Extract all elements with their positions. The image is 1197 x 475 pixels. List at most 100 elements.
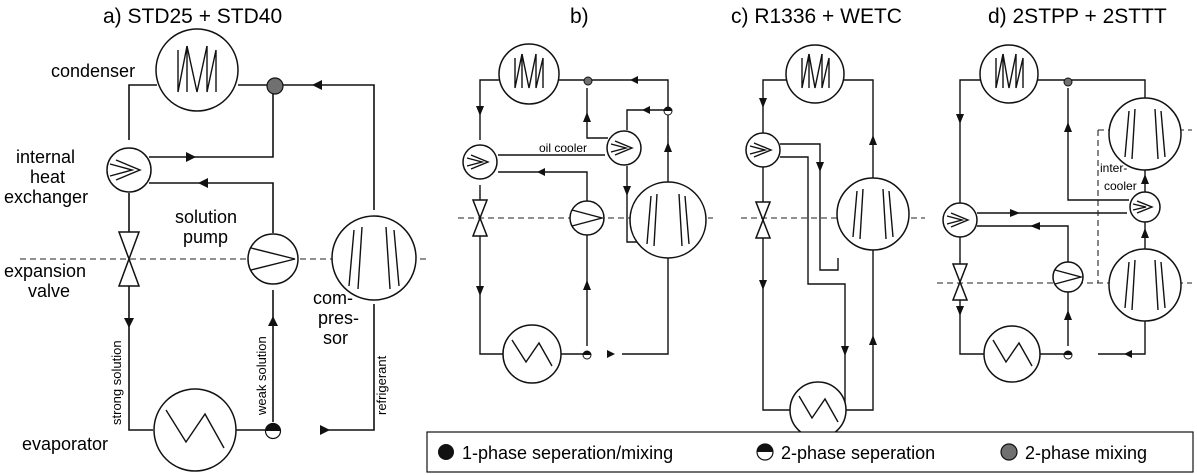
evaporator-b [502, 324, 562, 384]
oil-cooler [606, 130, 642, 166]
arrow-right-icon [186, 152, 196, 162]
panel-b: b) [458, 5, 713, 384]
intercooler-label-1: inter- [1100, 161, 1127, 175]
separation-node-2phase [582, 350, 592, 360]
ihx-label-1: internal [16, 147, 75, 167]
arrow-right-icon [320, 425, 330, 435]
arrow-left-icon [537, 168, 545, 176]
arrow-up-icon [583, 112, 591, 122]
separation-node-2phase [1063, 350, 1073, 360]
pump-b [569, 200, 605, 236]
condenser-c [785, 44, 845, 104]
condenser-d [979, 44, 1039, 104]
legend-item-2phase-mixing: 2-phase mixing [1000, 443, 1147, 463]
condenser-label: condenser [51, 61, 135, 81]
compressor-label-3: sor [323, 328, 348, 348]
gray-dot-icon [1000, 443, 1018, 461]
arrow-up-icon [869, 335, 877, 345]
panel-c-pipes [762, 79, 874, 411]
arrow-down-icon [816, 162, 824, 172]
panel-b-pipes [479, 79, 669, 355]
panel-b-title: b) [570, 5, 589, 28]
panel-d: d) 2STPP + 2STTT [937, 5, 1192, 383]
expansion-label-2: valve [28, 281, 70, 301]
expansion-label-1: expansion [4, 261, 86, 281]
legend-box [426, 431, 1194, 473]
half-filled-dot-icon [756, 443, 774, 461]
mixing-node-gray [583, 76, 593, 86]
arrow-left-icon [642, 106, 650, 114]
panel-c: c) R1336 + WETC [731, 5, 925, 439]
expansion-valve-d [951, 263, 969, 301]
arrow-down-icon [759, 280, 767, 290]
arrow-down-icon [841, 346, 849, 356]
panel-c-arrows [759, 98, 877, 356]
legend-item-2phase-separation: 2-phase seperation [756, 443, 935, 463]
compressor-label-1: com- [313, 288, 353, 308]
arrow-left-icon [198, 178, 208, 188]
legend-label: 1-phase seperation/mixing [462, 443, 673, 463]
ihx-a [106, 147, 152, 193]
arrow-right-icon [1010, 209, 1020, 217]
arrow-up-icon [1141, 228, 1149, 238]
arrow-down-icon [956, 114, 964, 124]
compressor-d-upper [1108, 97, 1182, 171]
arrow-left-icon [630, 76, 638, 84]
condenser-b [498, 43, 560, 105]
arrow-up-icon [268, 316, 278, 326]
arrow-up-icon [583, 280, 591, 290]
panel-d-pipes [959, 79, 1146, 355]
legend-item-1phase: 1-phase seperation/mixing [438, 443, 673, 463]
arrow-right-icon [607, 350, 615, 358]
compressor-d-lower [1108, 248, 1182, 322]
expansion-valve-a [117, 231, 141, 287]
arrow-up-icon [1064, 122, 1072, 132]
arrow-left-icon [1124, 350, 1132, 358]
panel-a: a) STD25 + STD40 [4, 5, 430, 472]
pump-label-1: solution [175, 207, 237, 227]
intercooler-label-2: cooler [1104, 179, 1137, 193]
evaporator-a [153, 388, 237, 472]
ihx-b [462, 144, 498, 180]
compressor-c [836, 177, 910, 251]
arrow-up-icon [1064, 310, 1072, 320]
evaporator-d [983, 325, 1041, 383]
pump-label-2: pump [183, 227, 228, 247]
legend-label: 2-phase seperation [781, 443, 935, 463]
condenser-a [155, 28, 239, 112]
weak-solution-label: weak solution [254, 336, 269, 416]
pump-d [1052, 261, 1084, 293]
panel-d-arrows [956, 114, 1149, 358]
oil-cooler-label: oil cooler [539, 141, 587, 155]
compressor-a [331, 215, 417, 301]
compressor-b [629, 181, 707, 259]
evaporator-label: evaporator [22, 434, 108, 454]
legend-label: 2-phase mixing [1025, 443, 1147, 463]
separation-node-2phase [264, 422, 282, 440]
evaporator-c [789, 381, 847, 439]
legend: 1-phase seperation/mixing 2-phase sepera… [426, 431, 1194, 473]
panel-b-arrows [476, 76, 672, 358]
pump-a [247, 233, 299, 285]
strong-solution-label: strong solution [109, 340, 124, 425]
expansion-valve-b [471, 199, 489, 237]
black-dot-icon [438, 444, 454, 460]
panel-a-title: a) STD25 + STD40 [103, 5, 282, 28]
arrow-down-icon [124, 318, 134, 328]
panel-d-title: d) 2STPP + 2STTT [988, 5, 1167, 28]
ihx-label-3: exchanger [4, 187, 88, 207]
ihx-d [942, 202, 978, 238]
expansion-valve-c [754, 201, 772, 239]
arrow-up-icon [869, 135, 877, 145]
arrow-up-icon [1141, 174, 1149, 184]
mixing-node-gray [1063, 77, 1073, 87]
arrow-down-icon [476, 106, 484, 116]
compressor-label-2: pres- [318, 308, 359, 328]
mixing-node-gray [266, 77, 284, 95]
arrow-down-icon [623, 186, 631, 196]
arrow-up-icon [664, 142, 672, 152]
panel-a-arrows [124, 80, 330, 435]
arrow-down-icon [476, 286, 484, 296]
panel-c-title: c) R1336 + WETC [731, 5, 902, 28]
